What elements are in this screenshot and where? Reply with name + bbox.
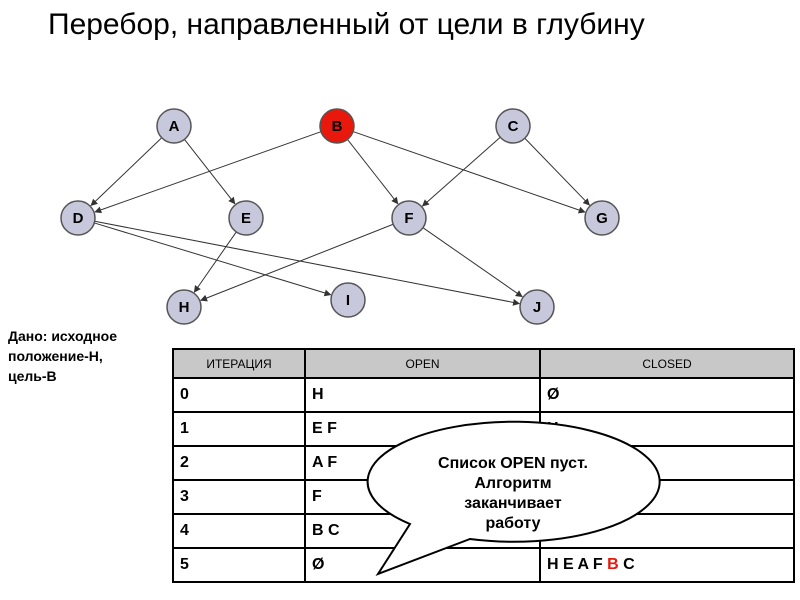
cell-closed: H E A F B C — [539, 547, 795, 583]
node-circle — [330, 282, 366, 318]
edge-C-G — [524, 137, 590, 206]
cell-iteration: 2 — [172, 445, 306, 481]
node-circle — [495, 108, 531, 144]
table-row: 0 H Ø — [172, 377, 795, 413]
node-label: J — [533, 299, 541, 316]
node-H: H — [166, 289, 202, 325]
edge-B-D — [94, 131, 322, 214]
table-header-row: ИТЕРАЦИЯ OPEN CLOSED — [172, 348, 795, 379]
node-label: C — [508, 118, 519, 135]
header-open: OPEN — [304, 348, 541, 379]
edge-F-J — [422, 227, 523, 298]
callout-line: Список OPEN пуст. — [438, 455, 588, 472]
node-J: J — [519, 289, 555, 325]
node-E: E — [228, 200, 264, 236]
cell-iteration: 4 — [172, 513, 306, 549]
callout-text: Список OPEN пуст. Алгоритм заканчивает р… — [398, 454, 628, 534]
closed-goal-highlight: B — [607, 556, 619, 573]
node-circle — [584, 200, 620, 236]
node-A: A — [156, 108, 192, 144]
edge-E-H — [193, 231, 237, 293]
node-circle — [166, 289, 202, 325]
node-F: F — [391, 200, 427, 236]
node-label: E — [241, 210, 251, 227]
header-iteration: ИТЕРАЦИЯ — [172, 348, 306, 379]
callout-line: заканчивает — [464, 495, 562, 512]
cell-closed: Ø — [539, 377, 795, 413]
node-label: G — [596, 210, 608, 227]
cell-iteration: 5 — [172, 547, 306, 583]
closed-text: H E A F — [547, 556, 608, 573]
node-label: A — [169, 118, 180, 135]
edge-C-F — [421, 136, 501, 207]
node-circle — [319, 108, 355, 144]
node-G: G — [584, 200, 620, 236]
node-circle — [228, 200, 264, 236]
node-circle — [60, 200, 96, 236]
node-label: D — [73, 210, 84, 227]
page-title: Перебор, направленный от цели в глубину — [48, 8, 645, 41]
given-line: цель-В — [8, 368, 57, 384]
node-circle — [519, 289, 555, 325]
node-I: I — [330, 282, 366, 318]
edge-B-G — [352, 131, 586, 214]
cell-iteration: 3 — [172, 479, 306, 515]
closed-text: C — [618, 556, 635, 573]
edge-D-J — [94, 220, 521, 306]
node-label: I — [346, 292, 350, 309]
header-closed: CLOSED — [539, 348, 795, 379]
cell-iteration: 1 — [172, 411, 306, 447]
edge-A-D — [90, 137, 163, 207]
given-line: положение-Н, — [8, 348, 103, 364]
given-line: Дано: исходное — [8, 328, 118, 344]
cell-iteration: 0 — [172, 377, 306, 413]
edge-B-F — [347, 139, 399, 205]
node-circle — [391, 200, 427, 236]
edge-F-H — [200, 223, 394, 302]
callout-line: Алгоритм — [474, 475, 552, 492]
node-label: F — [404, 210, 413, 227]
node-label: H — [179, 299, 190, 316]
node-B: B — [319, 108, 355, 144]
given-conditions: Дано: исходное положение-Н, цель-В — [8, 326, 117, 386]
node-D: D — [60, 200, 96, 236]
node-C: C — [495, 108, 531, 144]
node-circle — [156, 108, 192, 144]
node-label: B — [332, 118, 343, 135]
cell-open: H — [304, 377, 541, 413]
edge-D-I — [94, 222, 332, 297]
callout-line: работу — [485, 515, 541, 532]
